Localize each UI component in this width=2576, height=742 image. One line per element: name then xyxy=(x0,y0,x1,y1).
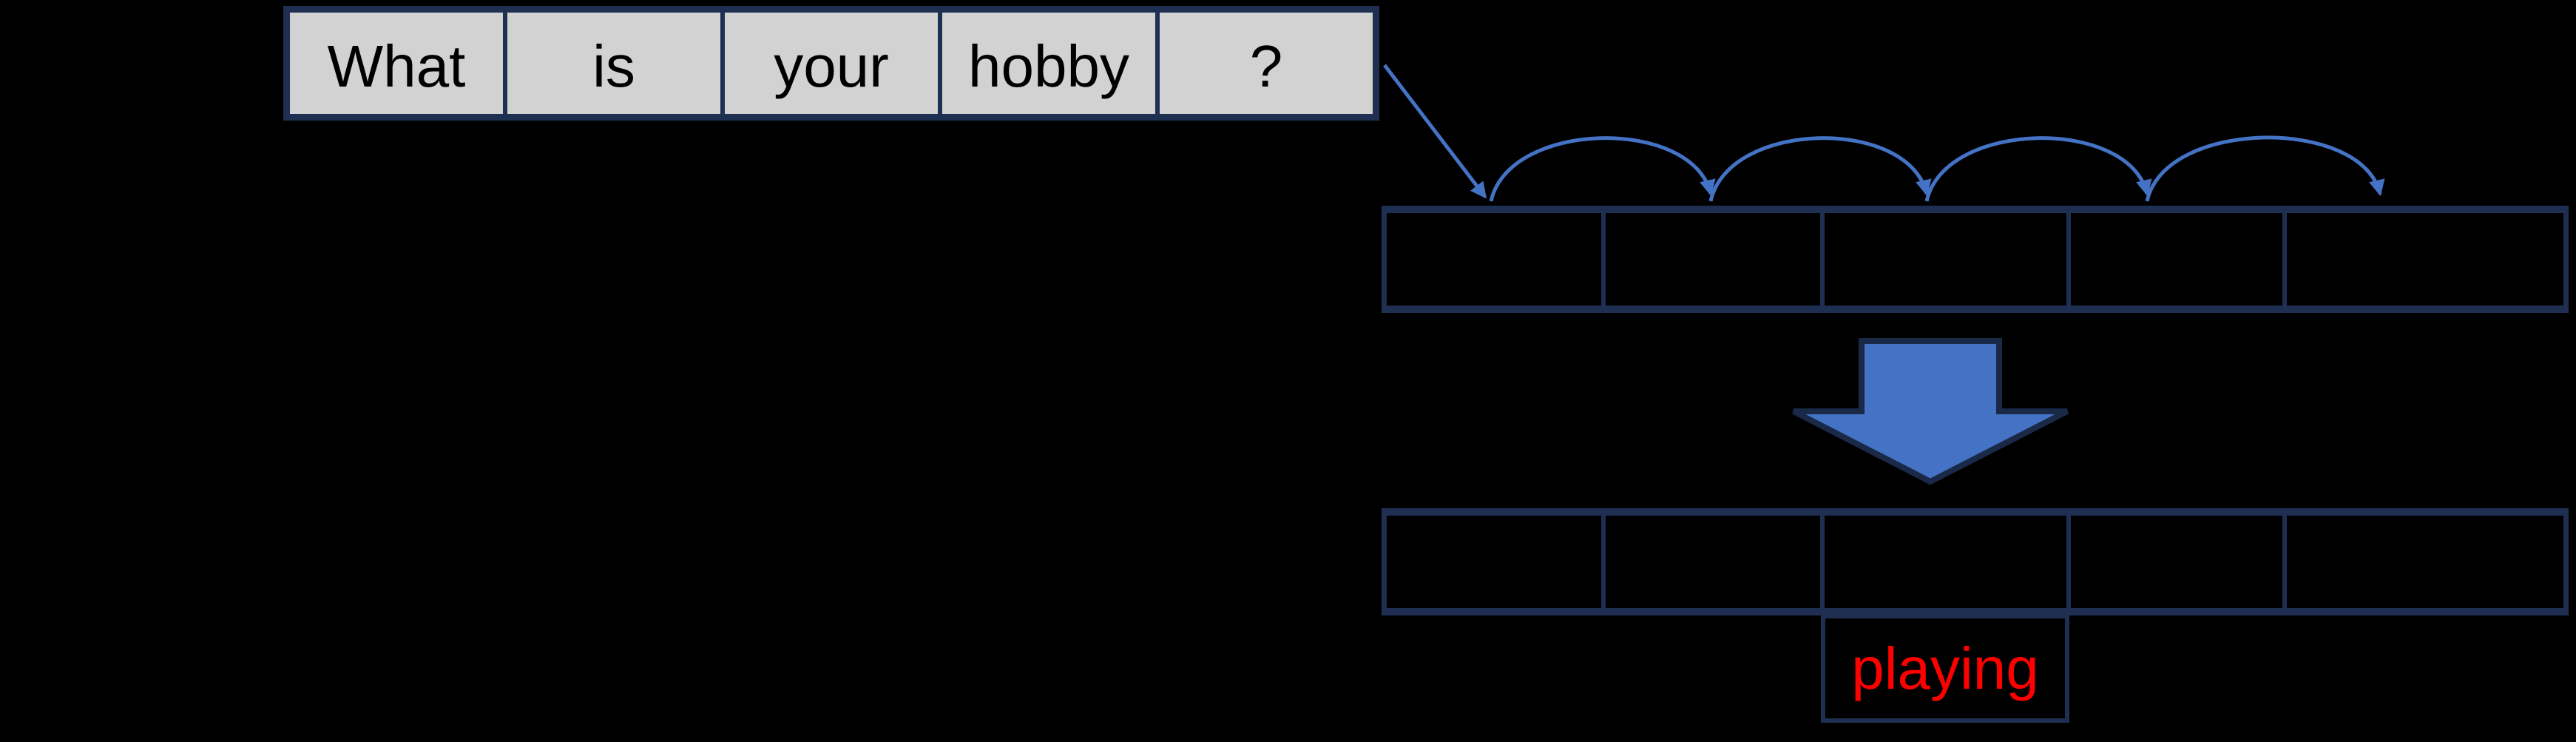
sentence-cell-hobby: hobby xyxy=(938,13,1155,114)
top-sequence-row xyxy=(1382,206,2569,313)
bottom-row-cell xyxy=(1819,516,2066,608)
sentence-cell-is: is xyxy=(503,13,720,114)
hop-arc-1 xyxy=(1489,136,1716,202)
sentence-cell-what: What xyxy=(327,33,466,99)
top-row-cell xyxy=(2282,213,2563,306)
predicted-word-box: playing xyxy=(1821,614,2069,723)
bottom-row-cell xyxy=(1600,516,1820,608)
bottom-row-cell xyxy=(2066,516,2282,608)
top-row-cell xyxy=(2066,213,2282,306)
bottom-row-cell xyxy=(2282,516,2563,608)
hop-arc-2 xyxy=(1708,136,1932,202)
top-row-cell xyxy=(1600,213,1820,306)
top-row-cell xyxy=(1387,213,1601,306)
hop-arc-3 xyxy=(1924,136,2152,202)
sentence-cell-your: your xyxy=(720,13,938,114)
sentence-cell-question-mark: ? xyxy=(1155,13,1373,114)
top-row-cell xyxy=(1819,213,2066,306)
sentence-table: What is your hobby ? xyxy=(283,6,1379,121)
diagonal-arrow xyxy=(1383,64,1487,199)
predicted-word-label: playing xyxy=(1851,635,2039,701)
bottom-row-cell xyxy=(1387,516,1601,608)
bottom-sequence-row xyxy=(1382,508,2569,615)
block-down-arrow-icon xyxy=(1792,338,2069,485)
hop-arc-4 xyxy=(2145,135,2385,202)
